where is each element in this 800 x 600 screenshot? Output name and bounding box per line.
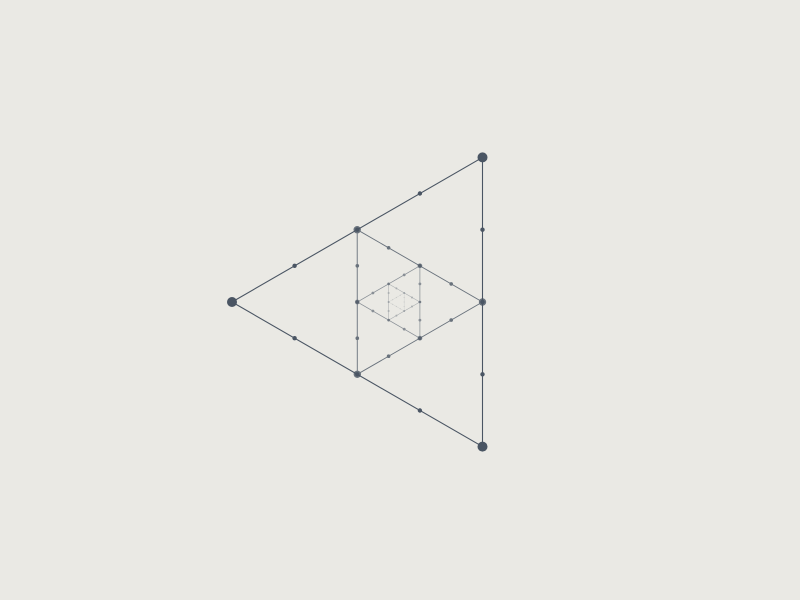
vertex-point [227,297,237,307]
edge-point [355,336,360,341]
edge-point [292,263,297,268]
edge-point [387,301,390,303]
vertex-point [387,301,390,303]
triangle-level-3 [354,263,423,341]
edge-point [386,246,391,250]
edge-point [418,300,422,304]
edge-point [399,294,401,296]
edge-point [418,282,422,286]
vertex-point [387,319,390,322]
vertex-point [403,292,406,294]
edge-point [387,282,390,286]
edge-point [399,308,401,310]
edge-point [411,305,413,308]
edge-point [480,372,485,377]
edge-point [403,301,405,303]
edge-point [417,408,423,413]
edge-point [403,292,406,294]
edge-point [387,318,390,322]
triangle-level-4 [387,282,421,322]
edge-point [386,354,391,359]
vertex-point [477,152,488,163]
triangle-level-5 [387,292,406,312]
edge-point [395,314,398,317]
vertex-point [478,298,487,306]
vertex-point [354,299,360,305]
edge-point [411,296,413,299]
edge-point [292,336,297,341]
triangle-edge [388,283,421,321]
vertex-point [387,282,390,285]
edge-point [402,273,406,277]
edge-point [418,318,422,322]
vertex-point [417,335,423,341]
edge-point [417,191,423,196]
edge-point [371,309,375,313]
vertex-point [353,370,361,378]
edge-point [391,299,394,301]
edge-point [403,296,405,299]
edge-point [403,310,406,312]
edge-point [395,305,397,308]
edge-point [402,327,406,331]
vertex-point [353,226,361,234]
edge-point [387,292,390,294]
edge-point [391,303,394,305]
edge-point [395,287,398,290]
triangle-edge [388,292,405,312]
triangle-levels [227,152,488,452]
edge-point [355,264,360,268]
edge-point [403,305,405,308]
edge-point [395,296,397,299]
edge-point [371,291,375,295]
vertex-point [403,310,406,312]
edge-point [449,282,454,286]
vertex-point [417,263,423,269]
vertex-point [477,441,488,452]
edge-point [480,227,485,232]
vertex-point [418,300,421,304]
edge-point [449,318,454,322]
edge-point [387,310,390,312]
